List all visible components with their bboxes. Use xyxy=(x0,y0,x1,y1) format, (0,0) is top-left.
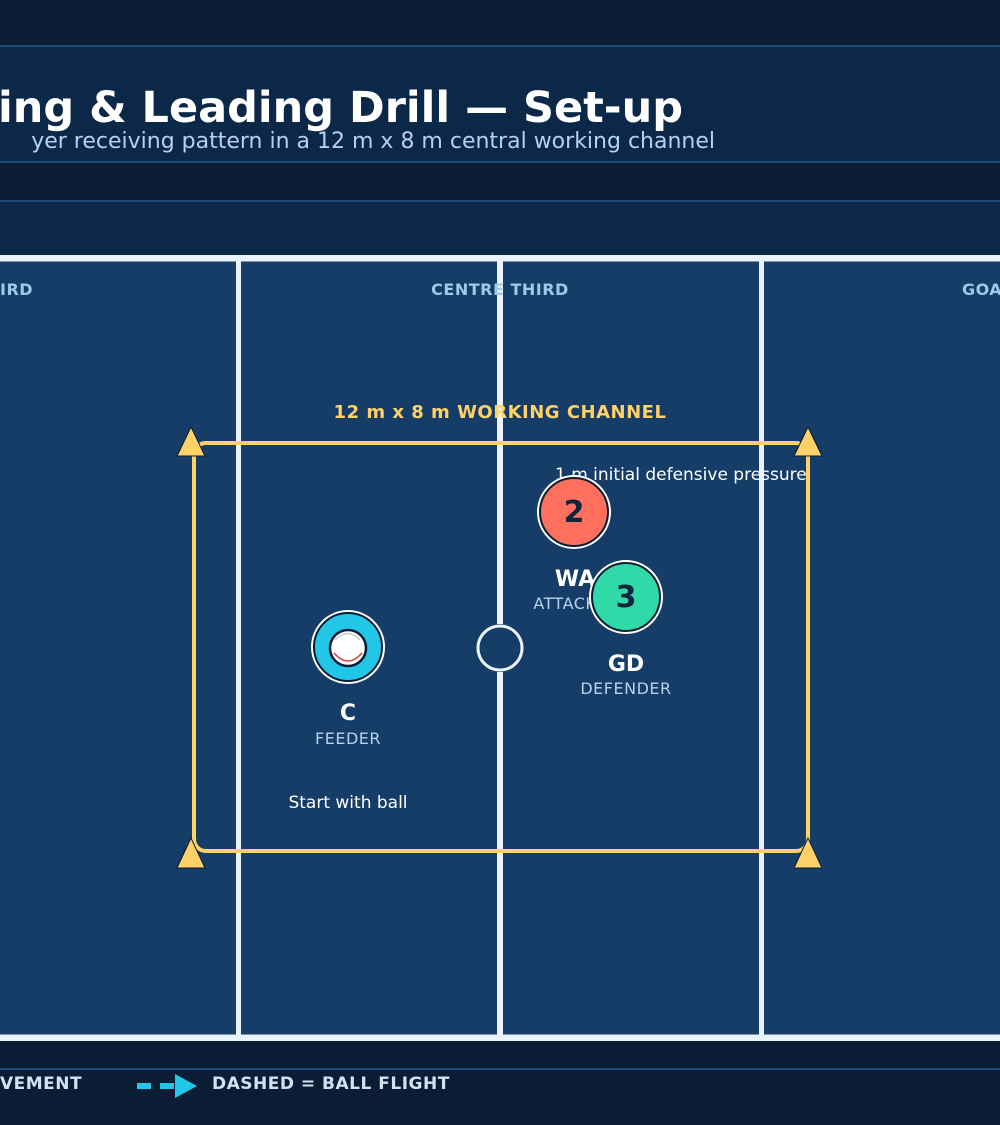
channel-label: 12 m x 8 m WORKING CHANNEL xyxy=(334,402,667,423)
third-label-left: IRD xyxy=(0,280,33,299)
cone-icon xyxy=(176,425,206,457)
third-label-right: GOA xyxy=(962,280,1000,299)
cone-icon xyxy=(793,425,823,457)
player-c-code: C xyxy=(340,701,356,726)
drill-title: ging & Leading Drill — Set-up xyxy=(0,83,683,133)
player-wa-number: 2 xyxy=(564,495,585,530)
player-wa-token xyxy=(539,477,609,547)
player-gd: 3 GD DEFENDER xyxy=(580,560,671,698)
legend: VEMENT DASHED = BALL FLIGHT xyxy=(0,1068,1000,1125)
ball-icon xyxy=(328,628,368,668)
legend-ball-flight-label: DASHED = BALL FLIGHT xyxy=(212,1074,450,1094)
top-strip xyxy=(0,0,1000,45)
player-gd-number: 3 xyxy=(616,580,637,615)
player-gd-role: DEFENDER xyxy=(580,679,671,698)
player-gd-token xyxy=(591,562,661,632)
header-band xyxy=(0,200,1000,256)
drill-subtitle: yer receiving pattern in a 12 m x 8 m ce… xyxy=(31,129,715,154)
header: ging & Leading Drill — Set-up yer receiv… xyxy=(0,45,1000,163)
working-channel xyxy=(192,441,810,853)
dashed-arrow-icon xyxy=(137,1074,197,1098)
third-label-centre: CENTRE THIRD xyxy=(431,280,569,299)
legend-movement-label: VEMENT xyxy=(0,1074,83,1094)
court-diagram: IRD CENTRE THIRD GOA 12 m x 8 m WORKING … xyxy=(0,254,1000,1042)
start-annotation: Start with ball xyxy=(288,793,407,813)
player-c-role: FEEDER xyxy=(315,729,381,748)
cone-icon xyxy=(793,836,823,869)
centre-circle xyxy=(476,624,524,672)
player-wa-code: WA xyxy=(555,567,595,592)
player-gd-code: GD xyxy=(608,652,644,677)
cone-icon xyxy=(176,836,206,869)
player-c: C FEEDER xyxy=(311,610,385,748)
court-svg: IRD CENTRE THIRD GOA 12 m x 8 m WORKING … xyxy=(0,254,1000,1042)
pressure-annotation: 1 m initial defensive pressure xyxy=(555,465,807,485)
